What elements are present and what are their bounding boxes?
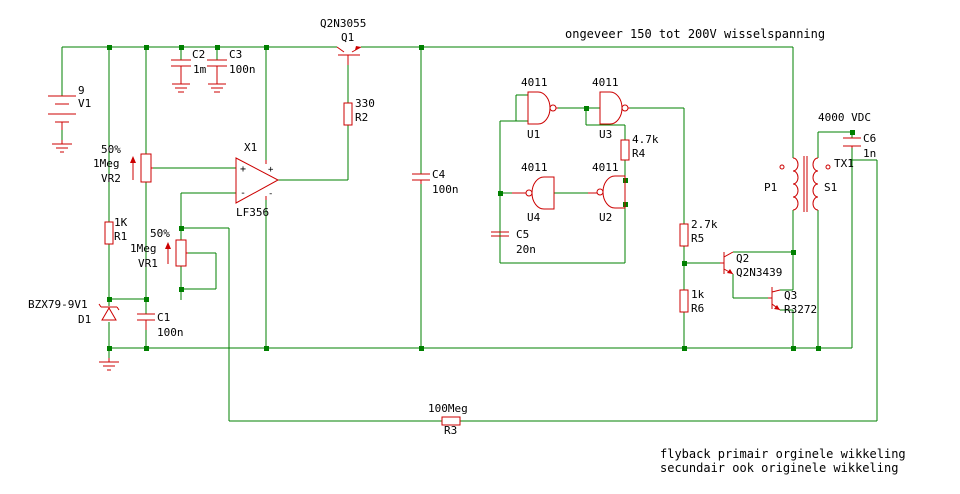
- c1-value: 100n: [157, 326, 184, 339]
- r1-value: 1K: [114, 216, 128, 229]
- q1-model: Q2N3055: [320, 17, 366, 30]
- svg-text:+: +: [240, 164, 246, 175]
- c2-ref: C2: [192, 48, 205, 61]
- resistor-r3: [441, 416, 461, 426]
- resistor-r2: [343, 102, 353, 126]
- note-bottom-line2: secundair ook originele wikkeling: [660, 461, 898, 475]
- r2-ref: R2: [355, 111, 368, 124]
- r3-value: 100Meg: [428, 402, 468, 415]
- zener-d1: [98, 303, 120, 321]
- resistor-r5: [679, 223, 689, 247]
- q1-ref: Q1: [341, 31, 354, 44]
- resistor-r4: [620, 139, 630, 161]
- nand-gate-u2: [588, 175, 626, 209]
- c4-value: 100n: [432, 183, 459, 196]
- capacitor-c3: [207, 59, 227, 93]
- r4-value: 4.7k: [632, 133, 659, 146]
- u1-model: 4011: [521, 76, 548, 89]
- note-hv: 4000 VDC: [818, 111, 871, 124]
- r6-value: 1k: [691, 288, 705, 301]
- vr1-value: 1Meg: [130, 242, 157, 255]
- transistor-q1: [336, 46, 362, 65]
- resistor-r1: [104, 221, 114, 245]
- ground-symbol: [99, 358, 119, 371]
- note-top: ongeveer 150 tot 200V wisselspanning: [565, 27, 825, 41]
- q3-ref: Q3: [784, 289, 797, 302]
- c5-ref: C5: [516, 228, 529, 241]
- v1-value: 9: [78, 84, 85, 97]
- c5-value: 20n: [516, 243, 536, 256]
- vr2-pct: 50%: [101, 143, 121, 156]
- d1-model: BZX79-9V1: [28, 298, 88, 311]
- junction-dots: [107, 45, 855, 351]
- potentiometer-vr2: [130, 153, 153, 183]
- vr2-ref: VR2: [101, 172, 121, 185]
- capacitor-c5: [491, 231, 509, 237]
- capacitor-c6: [843, 137, 861, 148]
- q2-model: Q2N3439: [736, 266, 782, 279]
- x1-model: LF356: [236, 206, 269, 219]
- potentiometer-vr1: [165, 239, 188, 267]
- r2-value: 330: [355, 97, 375, 110]
- r1-ref: R1: [114, 230, 127, 243]
- tx1-primary: P1: [764, 181, 777, 194]
- v1-ref: V1: [78, 97, 91, 110]
- r5-value: 2.7k: [691, 218, 718, 231]
- c1-ref: C1: [157, 311, 170, 324]
- battery-v1: [48, 95, 76, 130]
- vr2-value: 1Meg: [93, 157, 120, 170]
- capacitor-c2: [171, 59, 191, 93]
- r4-ref: R4: [632, 147, 646, 160]
- u3-model: 4011: [592, 76, 619, 89]
- u4-ref: U4: [527, 211, 541, 224]
- c2-value: 1m: [193, 63, 207, 76]
- tx1-secondary: S1: [824, 181, 837, 194]
- ground-symbol: [52, 140, 72, 153]
- vr1-pct: 50%: [150, 227, 170, 240]
- transformer-tx1: [779, 156, 831, 212]
- u3-ref: U3: [599, 128, 612, 141]
- tx1-ref: TX1: [834, 157, 854, 170]
- opamp-x1: + - + -: [235, 157, 280, 204]
- wires: [61, 46, 878, 422]
- capacitor-c4: [412, 173, 430, 184]
- c6-ref: C6: [863, 132, 876, 145]
- u1-ref: U1: [527, 128, 540, 141]
- svg-text:-: -: [268, 189, 273, 199]
- r5-ref: R5: [691, 232, 704, 245]
- note-bottom-line1: flyback primair orginele wikkeling: [660, 447, 906, 461]
- transistor-q3: [768, 287, 781, 311]
- c6-value: 1n: [863, 147, 876, 160]
- vr1-ref: VR1: [138, 257, 158, 270]
- nand-gate-u1: [527, 91, 558, 125]
- q2-ref: Q2: [736, 252, 749, 265]
- c3-ref: C3: [229, 48, 242, 61]
- u2-ref: U2: [599, 211, 612, 224]
- transistor-q2: [720, 251, 734, 275]
- c4-ref: C4: [432, 168, 446, 181]
- x1-ref: X1: [244, 141, 257, 154]
- c3-value: 100n: [229, 63, 256, 76]
- resistor-r6: [679, 289, 689, 313]
- q3-model: R3272: [784, 303, 817, 316]
- nand-gate-u4: [512, 176, 555, 210]
- u2-model: 4011: [592, 161, 619, 174]
- r6-ref: R6: [691, 302, 704, 315]
- r3-ref: R3: [444, 424, 457, 437]
- svg-text:+: +: [268, 165, 274, 175]
- d1-ref: D1: [78, 313, 91, 326]
- svg-text:-: -: [240, 188, 246, 199]
- capacitor-c1: [137, 313, 155, 330]
- nand-gate-u3: [599, 91, 630, 125]
- u4-model: 4011: [521, 161, 548, 174]
